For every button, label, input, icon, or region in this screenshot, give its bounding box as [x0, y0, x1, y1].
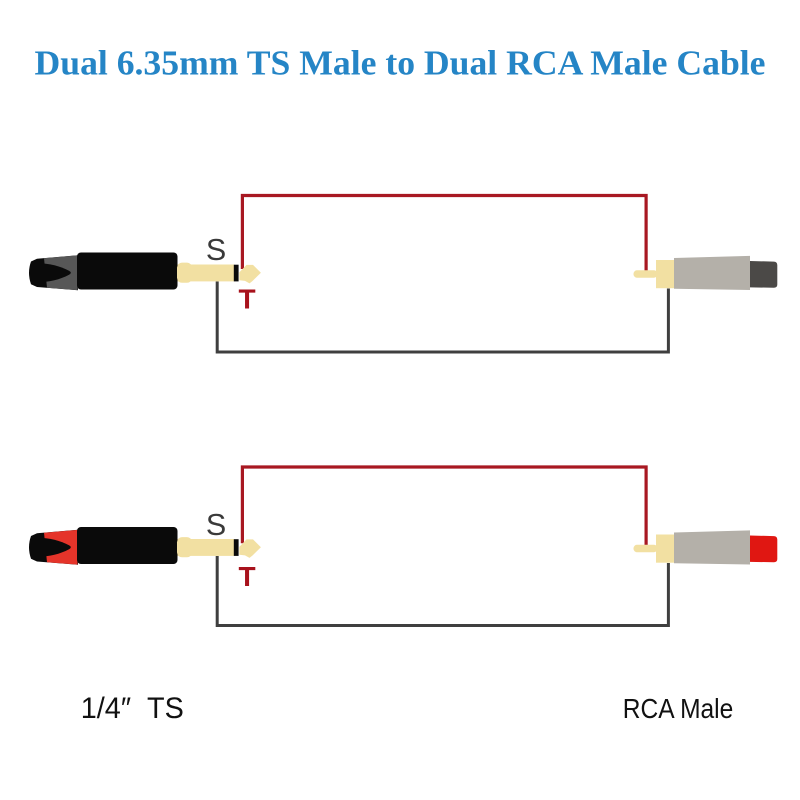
svg-text:T: T [238, 561, 255, 592]
svg-text:S: S [206, 508, 226, 542]
svg-text:S: S [206, 233, 226, 267]
svg-text:Dual 6.35mm TS Male to Dual RC: Dual 6.35mm TS Male to Dual RCA Male Cab… [35, 44, 766, 83]
svg-text:1/4″ TS: 1/4″ TS [81, 692, 184, 725]
svg-text:RCA Male: RCA Male [623, 693, 734, 724]
svg-text:T: T [238, 283, 255, 314]
